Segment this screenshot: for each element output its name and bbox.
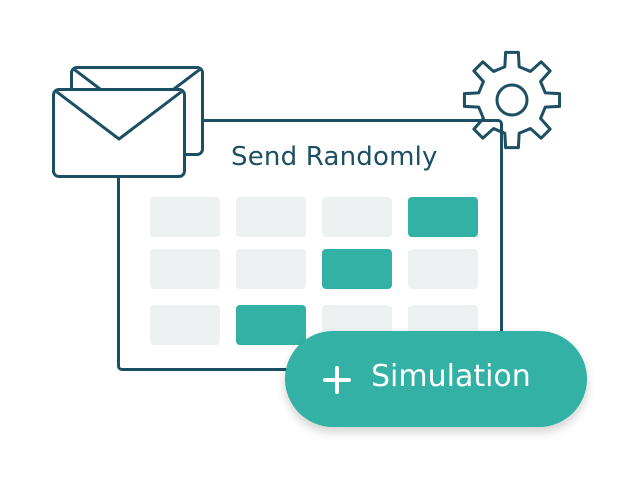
schedule-card: Send Randomly <box>117 119 503 371</box>
schedule-cell <box>150 249 220 289</box>
envelope-icon <box>52 88 186 178</box>
schedule-cell <box>236 197 306 237</box>
plus-icon <box>323 366 351 394</box>
card-title: Send Randomly <box>231 142 438 172</box>
schedule-cell-selected <box>236 305 306 345</box>
schedule-cell <box>408 249 478 289</box>
schedule-cell <box>150 305 220 345</box>
gear-icon <box>462 50 562 150</box>
schedule-cell <box>322 197 392 237</box>
gear-outline <box>462 50 562 150</box>
button-label: Simulation <box>371 359 531 394</box>
add-simulation-button[interactable]: Simulation <box>285 331 587 427</box>
schedule-cell <box>236 249 306 289</box>
schedule-cell-selected <box>408 197 478 237</box>
schedule-cell <box>150 197 220 237</box>
schedule-cell-selected <box>322 249 392 289</box>
